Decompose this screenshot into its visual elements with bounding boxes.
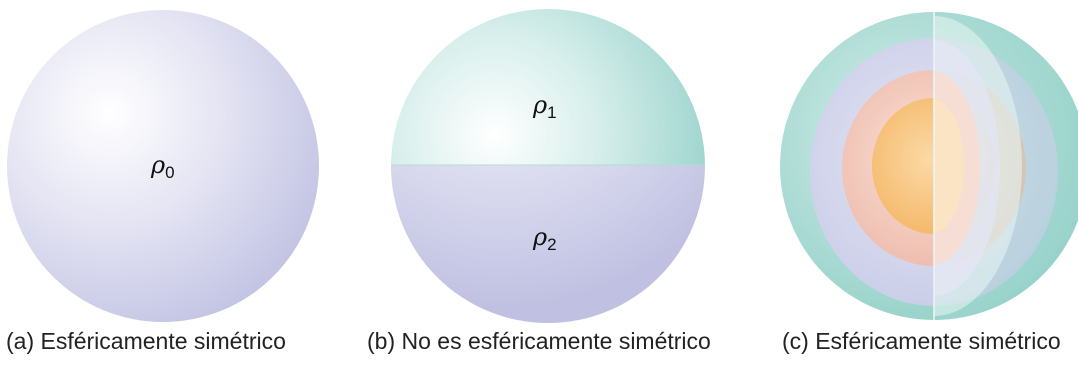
sphere-c-cutaway	[934, 12, 1078, 320]
sphere-b	[391, 9, 705, 323]
caption-b: (b) No es esféricamente simétrico	[367, 328, 711, 354]
sphere-b-lower-half	[391, 165, 705, 323]
sphere-a-body	[7, 10, 319, 322]
spheres-figure: ρ0 ρ1 ρ2	[7, 9, 1078, 323]
sphere-a	[7, 10, 319, 322]
caption-c: (c) Esféricamente simétrico	[782, 328, 1061, 354]
label-rho-0: ρ0	[150, 151, 175, 182]
label-rho-2: ρ2	[532, 223, 557, 254]
caption-a: (a) Esféricamente simétrico	[6, 328, 286, 354]
sphere-b-upper-half	[391, 9, 705, 165]
label-rho-1: ρ1	[532, 91, 557, 122]
sphere-c	[780, 12, 1078, 320]
